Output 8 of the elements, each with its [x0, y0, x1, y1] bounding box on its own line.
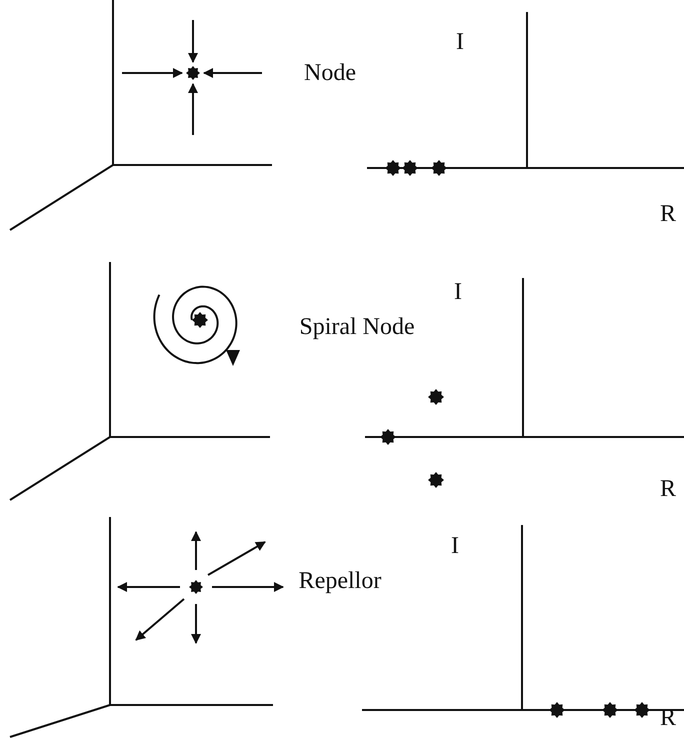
axis-label: I: [451, 534, 459, 558]
stability-label: Repellor: [298, 569, 382, 593]
axis-label: I: [456, 30, 464, 54]
axis-label: R: [660, 477, 676, 501]
stability-label: Spiral Node: [299, 315, 415, 339]
stability-label: Node: [304, 61, 356, 85]
axis-label: I: [454, 280, 462, 304]
axis-label: R: [660, 202, 676, 226]
